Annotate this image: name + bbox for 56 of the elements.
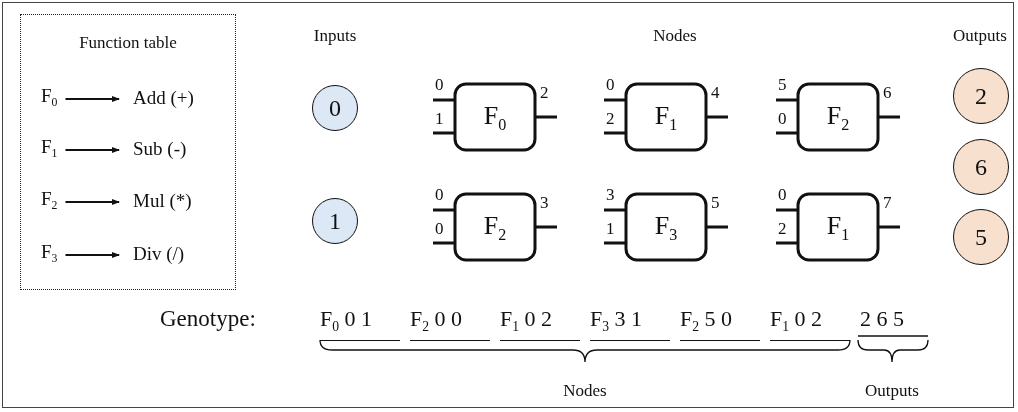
gene-group: F$_{2}$ 0 0	[410, 306, 490, 341]
column-heading: Nodes	[652, 26, 698, 46]
func-symbol: F$_{3}$	[41, 240, 58, 268]
function-label: F$_{2}$	[825, 99, 851, 135]
port-number: 2	[778, 219, 787, 239]
gene-group: F$_{2}$ 5 0	[680, 306, 760, 341]
port-number: 0	[606, 75, 615, 95]
function-label: F$_{2}$	[482, 209, 508, 245]
arrow	[64, 252, 120, 258]
func-symbol: F$_{1}$	[41, 135, 58, 163]
port-number: 0	[435, 219, 444, 239]
arrow	[64, 199, 120, 205]
gene-group: 2 6 5	[860, 306, 928, 332]
operation-name: Add (+)	[133, 84, 194, 112]
port-number: 0	[435, 185, 444, 205]
column-heading: Inputs	[312, 26, 358, 46]
func-symbol: F$_{2}$	[41, 187, 58, 215]
gene-group: F$_{3}$ 3 1	[590, 306, 670, 341]
brace-label: Outputs	[864, 381, 920, 401]
brace-label: Nodes	[562, 381, 608, 401]
port-number: 3	[540, 193, 549, 213]
port-number: 0	[778, 109, 787, 129]
port-number: 5	[711, 193, 720, 213]
port-number: 7	[883, 193, 892, 213]
port-number: 1	[606, 219, 615, 239]
function-label: F$_{3}$	[653, 209, 679, 245]
function-table-panel	[20, 14, 236, 290]
function-label: F$_{1}$	[653, 99, 679, 135]
arrow	[64, 96, 120, 102]
table-heading: Function table	[78, 33, 178, 53]
column-heading: Outputs	[952, 26, 1008, 46]
operation-name: Sub (-)	[133, 135, 187, 163]
gene-group: F$_{1}$ 0 2	[500, 306, 580, 341]
arrow	[64, 147, 120, 153]
input-circle: 1	[312, 198, 358, 244]
function-label: F$_{0}$	[482, 99, 508, 135]
port-number: 0	[778, 185, 787, 205]
output-circle: 2	[953, 68, 1009, 124]
port-number: 4	[711, 83, 720, 103]
operation-name: Mul (*)	[133, 187, 192, 215]
operation-name: Div (/)	[133, 240, 185, 268]
function-label: F$_{1}$	[825, 209, 851, 245]
port-number: 2	[606, 109, 615, 129]
port-number: 0	[435, 75, 444, 95]
port-number: 1	[435, 109, 444, 129]
output-circle: 6	[953, 139, 1009, 195]
gene-group: F$_{1}$ 0 2	[770, 306, 850, 341]
genotype-label: Genotype:	[160, 306, 256, 332]
gene-group: F$_{0}$ 0 1	[320, 306, 400, 341]
output-circle: 5	[953, 209, 1009, 265]
input-circle: 0	[312, 85, 358, 131]
func-symbol: F$_{0}$	[41, 84, 58, 112]
port-number: 3	[606, 185, 615, 205]
port-number: 6	[883, 83, 892, 103]
port-number: 2	[540, 83, 549, 103]
port-number: 5	[778, 75, 787, 95]
